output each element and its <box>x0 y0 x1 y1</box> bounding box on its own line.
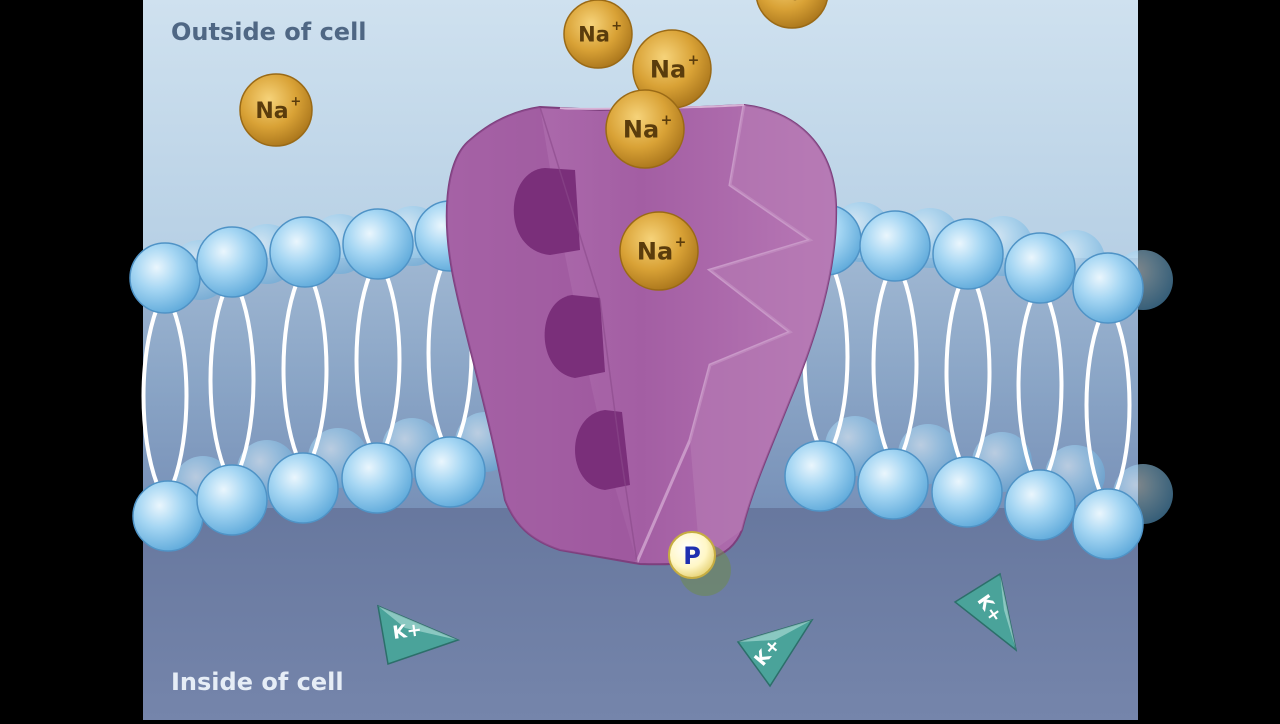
sodium-ions: Na+Na+Na+Na+Na+Na+ <box>239 0 828 291</box>
sodium-ion-label: Na <box>623 116 659 144</box>
lipid-head-icon <box>859 210 931 282</box>
lipid-tail <box>944 283 962 461</box>
lipid-head-icon <box>414 436 486 508</box>
sodium-ion-icon: Na+ <box>619 211 699 291</box>
sodium-ion-label: Na <box>578 23 610 47</box>
lipid-tail <box>384 273 402 447</box>
lipid-head-icon <box>1004 232 1076 304</box>
lipid-tail <box>1016 297 1034 474</box>
phosphate-icon: P <box>668 531 731 596</box>
lipid-head-icon <box>784 440 856 512</box>
lipid-head-icon <box>341 442 413 514</box>
sodium-ion-icon: Na+ <box>632 29 712 109</box>
lipid-head-icon <box>1004 469 1076 541</box>
lipid-tail <box>281 281 299 457</box>
potassium-ion-icon: K+ <box>377 604 461 665</box>
sodium-ion-charge: + <box>675 234 687 250</box>
sodium-ion-icon: Na+ <box>605 89 685 169</box>
potassium-ions: K+ K+ K+ <box>377 572 1018 688</box>
sodium-ion-charge: + <box>661 112 673 128</box>
lipid-tail <box>974 283 992 461</box>
lipid-head-icon <box>857 448 929 520</box>
sodium-ion-charge: + <box>290 95 301 110</box>
sodium-ion-label: Na <box>771 0 804 6</box>
lipid-tails <box>141 265 1132 493</box>
sodium-ion-icon: Na+ <box>239 73 313 147</box>
sodium-ion-charge: + <box>688 52 700 68</box>
lipid-tail <box>354 273 372 447</box>
lipid-head-icon <box>931 456 1003 528</box>
lipid-tail <box>238 291 256 469</box>
inside-cell-label: Inside of cell <box>171 668 344 696</box>
potassium-ion-icon: K+ <box>736 618 814 688</box>
lipid-tail <box>871 275 889 453</box>
sodium-ion-label: Na <box>637 238 673 266</box>
lipid-head-icon <box>132 480 204 552</box>
lipid-tail <box>1046 297 1064 474</box>
sodium-potassium-pump-icon <box>445 103 838 566</box>
lipid-head-icon <box>196 464 268 536</box>
lipid-head-icon <box>932 218 1004 290</box>
lipid-tail <box>1084 317 1102 493</box>
lipid-head-icon <box>129 242 201 314</box>
phosphate-label: P <box>683 542 701 570</box>
potassium-ion-icon: K+ <box>953 572 1018 652</box>
lipid-tail <box>901 275 919 453</box>
lipid-head-icon <box>196 226 268 298</box>
lipid-tail <box>1114 317 1132 493</box>
outside-cell-label: Outside of cell <box>171 18 367 46</box>
lipid-tail <box>832 269 850 445</box>
sodium-ion-icon: Na+ <box>563 0 633 69</box>
lipid-tail <box>141 307 159 485</box>
lipid-head-icon <box>342 208 414 280</box>
sodium-ion-charge: + <box>611 19 622 34</box>
sodium-ion-icon: Na+ <box>756 0 828 29</box>
sodium-ion-label: Na <box>650 56 686 84</box>
sodium-ion-label: Na <box>255 99 288 124</box>
lipid-head-icon <box>1072 252 1144 324</box>
lipid-head-icon <box>1072 488 1144 560</box>
potassium-ion-label: K+ <box>391 619 423 644</box>
lipid-tail <box>311 281 329 457</box>
lipid-head-icon <box>269 216 341 288</box>
lipid-tail <box>208 291 226 469</box>
lipid-tail <box>171 307 189 485</box>
lipid-head-icon <box>267 452 339 524</box>
lipid-tail <box>426 265 444 441</box>
